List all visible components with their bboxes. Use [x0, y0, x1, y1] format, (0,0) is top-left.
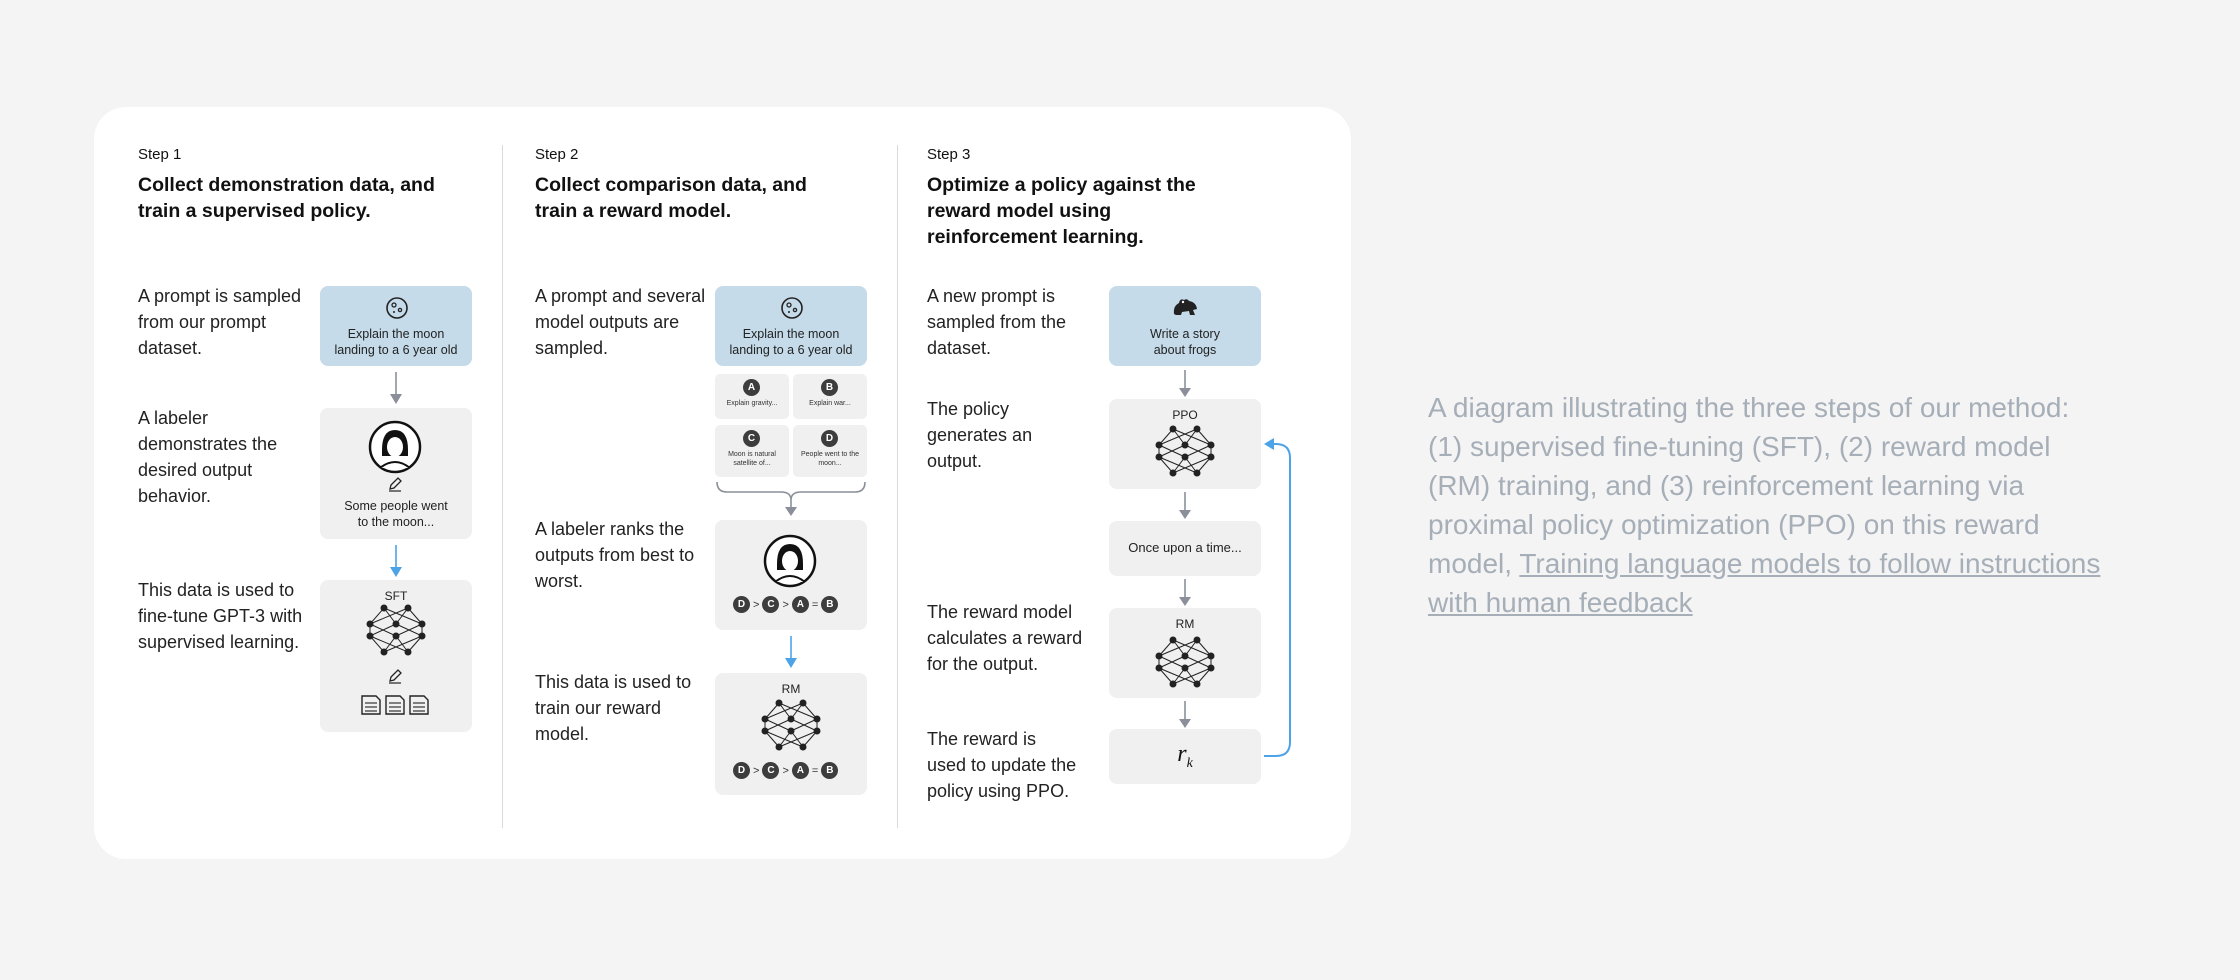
- rank-badge: A: [791, 762, 809, 779]
- step2-title: Collect comparison data, and train a rew…: [535, 174, 807, 222]
- step2-p3: This data is used to train our reward mo…: [535, 672, 692, 744]
- output-d-text: People went to the moon...: [801, 451, 859, 467]
- paper-link[interactable]: Training language models to follow instr…: [1428, 548, 2101, 618]
- rank-badge: D: [733, 596, 750, 613]
- rank-badge: C: [762, 762, 780, 779]
- caption-text: A diagram illustrating the three steps o…: [1428, 392, 2070, 579]
- step3-arrow-4: [1179, 701, 1191, 728]
- output-c-text: Moon is natural satellite of...: [728, 451, 776, 467]
- step3-reward-box: rk: [1109, 729, 1261, 784]
- step3-p3: The reward model calculates a reward for…: [927, 602, 1083, 674]
- step2-prompt-box: Explain the moon landing to a 6 year old: [715, 286, 867, 366]
- output-card-d: D People went to the moon...: [793, 425, 867, 477]
- step2-rm-box: RM D > C > A = B: [715, 673, 867, 795]
- rm-network-icon: [761, 699, 821, 751]
- output-b-text: Explain war...: [809, 400, 851, 407]
- frog-icon: [1173, 299, 1197, 315]
- output-b-badge: B: [821, 379, 838, 396]
- step2-bracket-arrow: [716, 481, 866, 516]
- moon-icon: [781, 297, 803, 319]
- rank-operator: >: [782, 764, 789, 777]
- step2-arrow-blue: [785, 636, 797, 668]
- step1-prompt-box: Explain the moon landing to a 6 year old: [320, 286, 472, 366]
- pencil-icon: [389, 477, 402, 492]
- step3-p2: The policy generates an output.: [927, 399, 1033, 471]
- divider-2: [897, 145, 898, 828]
- labeler-avatar-icon: [763, 534, 817, 588]
- rank-badge: B: [821, 596, 839, 613]
- step2-p1: A prompt and several model outputs are s…: [535, 286, 706, 358]
- sft-label: SFT: [384, 589, 408, 603]
- output-card-a: A Explain gravity...: [715, 374, 789, 419]
- step3-arrow-1: [1179, 370, 1191, 397]
- reward-k: k: [1186, 755, 1193, 771]
- rank-operator: =: [811, 598, 819, 611]
- documents-icon: [361, 695, 429, 715]
- step3-arrow-3: [1179, 579, 1191, 606]
- step3-p4: The reward is used to update the policy …: [927, 729, 1077, 801]
- step2-ranking-2: D > C > A = B: [733, 762, 839, 779]
- output-card-c: C Moon is natural satellite of...: [715, 425, 789, 477]
- step1-p3: This data is used to fine-tune GPT-3 wit…: [138, 580, 303, 652]
- output-c-badge: C: [743, 430, 760, 447]
- divider-1: [502, 145, 503, 828]
- output-a-text: Explain gravity...: [726, 400, 778, 407]
- step2-labeler-box: D > C > A = B: [715, 520, 867, 630]
- step2-p2: A labeler ranks the outputs from best to…: [535, 519, 695, 591]
- output-a-badge: A: [743, 379, 760, 396]
- step3-output-text: Once upon a time...: [1128, 540, 1242, 555]
- step1-labeler-box: Some people went to the moon...: [320, 408, 472, 539]
- step1-prompt-text: Explain the moon landing to a 6 year old: [334, 327, 458, 357]
- sft-network-icon: [366, 604, 426, 656]
- figure-caption: A diagram illustrating the three steps o…: [1428, 388, 2108, 622]
- step3-arrow-2: [1179, 492, 1191, 519]
- step3-label: Step 3: [927, 146, 971, 163]
- step3-ppo-box: PPO: [1109, 399, 1261, 489]
- step3-rm-box: RM: [1109, 608, 1261, 698]
- rank-operator: >: [782, 598, 789, 611]
- rank-operator: >: [753, 764, 760, 777]
- rank-badge: C: [762, 596, 780, 613]
- rm-network-icon: [1155, 636, 1215, 688]
- step3-prompt-box: Write a story about frogs: [1109, 286, 1261, 366]
- reward-symbol: rk: [1109, 741, 1261, 772]
- step3-feedback-arrow: [1264, 438, 1291, 757]
- rank-operator: >: [753, 598, 760, 611]
- rank-badge: B: [821, 762, 839, 779]
- step1-demo-text: Some people went to the moon...: [344, 499, 448, 529]
- rank-badge: D: [733, 762, 750, 779]
- reward-r: r: [1177, 741, 1187, 767]
- step3-rm-label: RM: [1175, 617, 1195, 631]
- step3-title: Optimize a policy against the reward mod…: [927, 174, 1196, 248]
- output-d-badge: D: [821, 430, 838, 447]
- step3-output-box: Once upon a time...: [1109, 521, 1261, 576]
- rank-operator: =: [811, 764, 819, 777]
- step1-arrow-2: [390, 545, 402, 577]
- step1-p2: A labeler demonstrates the desired outpu…: [138, 408, 278, 506]
- step3-prompt-text: Write a story about frogs: [1150, 327, 1220, 357]
- step1-title: Collect demonstration data, and train a …: [138, 174, 435, 222]
- rm-label: RM: [781, 682, 801, 696]
- step1-arrow-1: [390, 372, 402, 404]
- step2-prompt-text: Explain the moon landing to a 6 year old: [729, 327, 853, 357]
- ppo-label: PPO: [1172, 408, 1198, 422]
- moon-icon: [386, 297, 408, 319]
- step1-sft-box: SFT: [320, 580, 472, 732]
- step2-label: Step 2: [535, 146, 579, 163]
- output-card-b: B Explain war...: [793, 374, 867, 419]
- rank-badge: A: [791, 596, 809, 613]
- labeler-avatar-icon: [368, 420, 422, 474]
- step2-ranking-1: D > C > A = B: [733, 596, 839, 613]
- step1-label: Step 1: [138, 146, 182, 163]
- step3-p1: A new prompt is sampled from the dataset…: [927, 286, 1067, 358]
- pencil-icon: [389, 669, 402, 684]
- step1-p1: A prompt is sampled from our prompt data…: [138, 286, 302, 358]
- ppo-network-icon: [1155, 425, 1215, 477]
